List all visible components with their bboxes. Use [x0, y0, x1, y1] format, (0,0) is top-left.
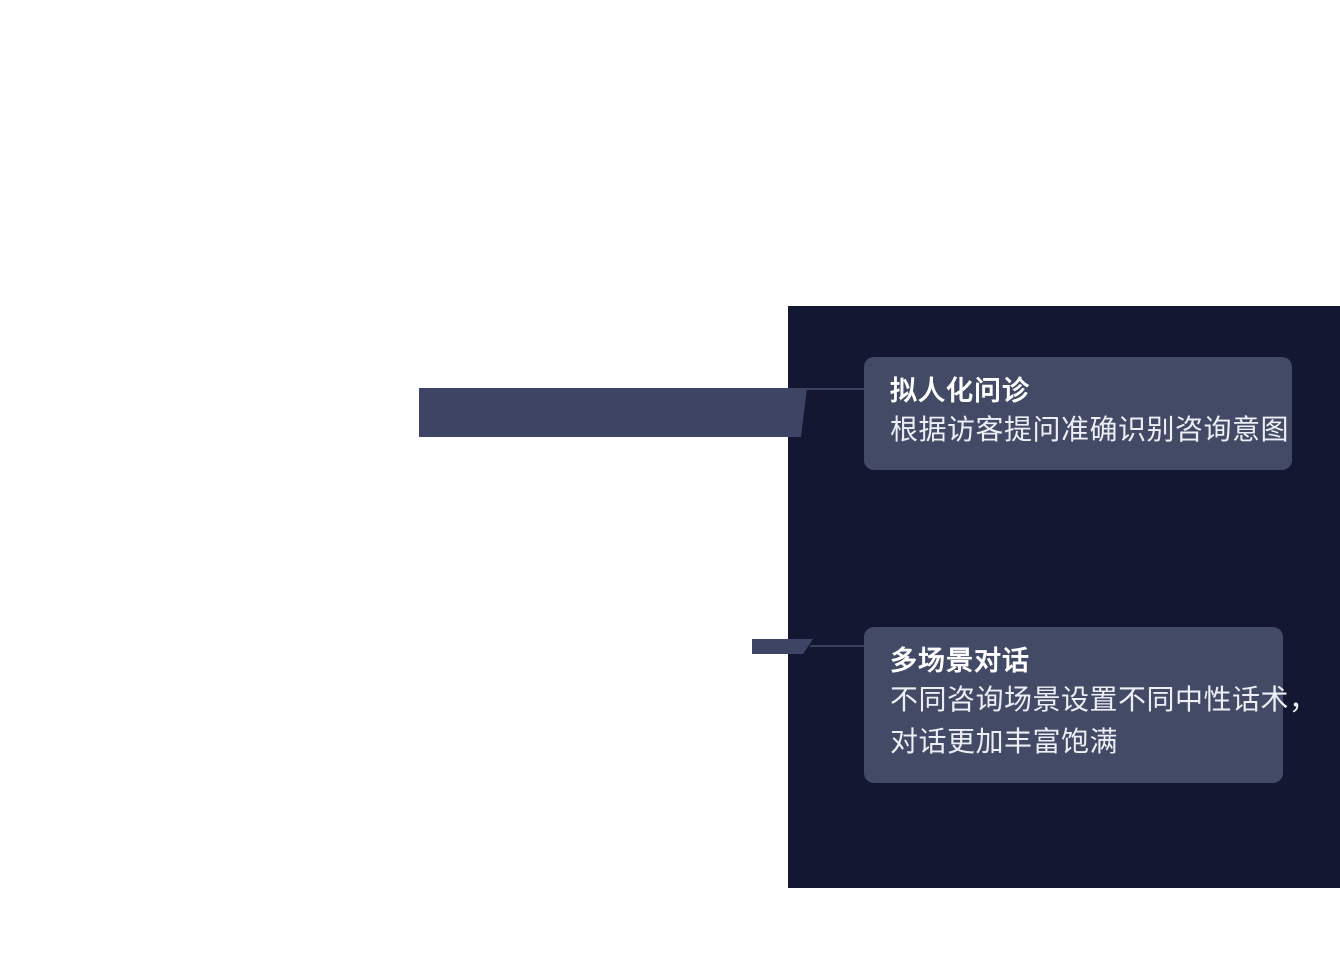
- feature-1-description: 根据访客提问准确识别咨询意图: [890, 414, 1290, 445]
- feature-1-connector-line: [804, 388, 864, 390]
- feature-2-title: 多场景对话: [890, 646, 1030, 676]
- feature-1-card: 拟人化问诊 根据访客提问准确识别咨询意图: [864, 357, 1292, 470]
- feature-2-description-line-2: 对话更加丰富饱满: [890, 726, 1119, 757]
- feature-2-card: 多场景对话 不同咨询场景设置不同中性话术， 对话更加丰富饱满: [864, 627, 1318, 783]
- feature-2-accent-bar: [752, 639, 813, 654]
- feature-1-title: 拟人化问诊: [890, 376, 1030, 406]
- feature-2-description-line-1: 不同咨询场景设置不同中性话术，: [890, 684, 1318, 715]
- feature-1-accent-bar: [419, 388, 807, 437]
- feature-2-connector-line: [810, 645, 864, 647]
